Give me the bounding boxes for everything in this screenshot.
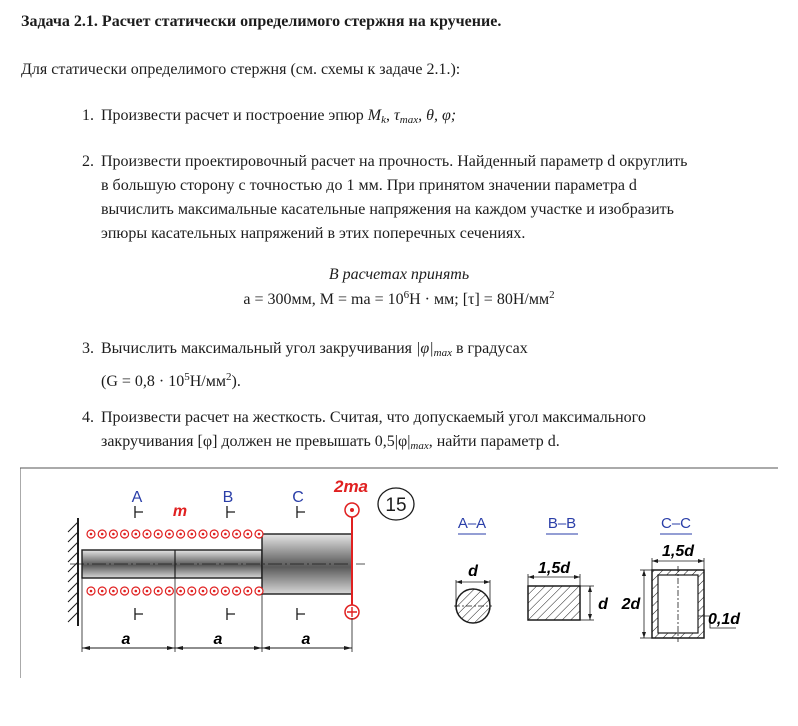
moment-symbol-dot [212, 532, 216, 536]
section-marker-b: B [223, 489, 235, 620]
scheme-number-badge: 15 [377, 487, 415, 521]
list-item-4: 4. Произвести расчет на жесткость. Счита… [82, 406, 646, 458]
formula-tau: τ [394, 107, 400, 124]
shaft-scheme-figure: m A B C 2ma 15 a a a [20, 467, 778, 678]
moment-symbol-dot [201, 532, 205, 536]
cross-section-aa: A–A d [454, 515, 492, 624]
item-number: 4. [82, 409, 94, 426]
given-formula-part: a = 300мм, M = ma = 10 [243, 291, 404, 308]
formula-phi: |φ| [416, 340, 434, 357]
moment-symbol-dot [100, 532, 104, 536]
item-line: закручивания [φ] должен не превышать 0,5… [101, 433, 560, 452]
given-formula-sup: 6 [403, 289, 410, 301]
span-label: a [302, 631, 311, 648]
formula-sep: , [386, 107, 395, 124]
section-label-b: B [223, 489, 234, 506]
item-line: Вычислить максимальный угол закручивания… [101, 340, 528, 359]
moment-symbol-dot [257, 532, 261, 536]
item-line: вычислить максимальные касательные напря… [101, 201, 674, 218]
moment-symbol-dot [145, 589, 149, 593]
concentrated-moment: 2ma [333, 477, 368, 620]
dim-cc-height: 2d [621, 596, 642, 613]
moment-symbol-dot [224, 589, 227, 593]
list-item-2: 2. Произвести проектировочный расчет на … [82, 150, 687, 246]
moment-label: 2ma [333, 477, 368, 496]
item-line: Произвести расчет на жесткость. Считая, … [101, 409, 646, 426]
moment-symbol-dot [179, 589, 182, 593]
moment-symbol-dot [123, 532, 126, 536]
section-label-a: A [132, 489, 143, 506]
moment-symbol-dot [89, 532, 93, 536]
given-formula: a = 300мм, M = ma = 106Н · мм; [τ] = 80Н… [0, 289, 798, 309]
moment-symbol-dot [100, 589, 104, 593]
list-item-1: 1. Произвести расчет и построение эпюр M… [82, 104, 456, 132]
dim-bb-width: 1,5d [538, 560, 571, 577]
dim-bb-height: d [598, 596, 609, 613]
moment-symbol-dot [246, 532, 250, 536]
moment-symbol-dot [246, 589, 250, 593]
task-intro: Для статически определимого стержня (см.… [21, 61, 461, 78]
formula-phi-sub: max [410, 440, 429, 452]
item-text: Произвести расчет и построение эпюр [101, 107, 368, 124]
moment-symbol-dot [123, 589, 126, 593]
item-number: 3. [82, 340, 94, 357]
moment-symbol-dot [168, 589, 171, 593]
moment-symbol-dot [89, 589, 93, 593]
given-formula-sup: 2 [549, 289, 555, 301]
span-label: a [122, 631, 131, 648]
distributed-moment-label: m [173, 503, 187, 520]
formula-mk-sub: k [381, 114, 387, 126]
list-item-3: 3. Вычислить максимальный угол закручива… [82, 337, 528, 394]
given-heading: В расчетах принять [328, 266, 470, 283]
item-number: 2. [82, 153, 94, 170]
moment-symbol-dot [156, 589, 160, 593]
fixed-wall [67, 518, 79, 626]
formula-tau-sub: max [399, 114, 419, 126]
formula-phi-sub: max [433, 347, 452, 359]
given-formula-part: Н · мм; [τ] = 80Н/мм [409, 291, 550, 308]
moment-symbol-dot [224, 532, 227, 536]
scheme-number: 15 [385, 495, 406, 516]
section-title-cc: C–C [661, 515, 691, 532]
moment-symbol-dot [145, 532, 149, 536]
distributed-moment-top [86, 529, 264, 539]
cross-section-bb: B–B 1,5d d [527, 515, 609, 621]
formula-rest: , θ, φ; [418, 107, 457, 124]
item-line: в большую сторону с точностью до 1 мм. П… [101, 177, 637, 194]
item-line: эпюры касательных напряжений в этих попе… [101, 225, 526, 242]
shaft [70, 533, 365, 595]
moment-symbol-dot [190, 589, 194, 593]
cross-section-cc: C–C 1,5d 2d 0,1d [621, 515, 741, 642]
item-number: 1. [82, 107, 94, 124]
moment-symbol-dot [235, 532, 238, 536]
section-marker-c: C [292, 489, 305, 620]
moment-symbol-dot [134, 589, 138, 593]
distributed-moment-bottom [86, 586, 264, 596]
moment-symbol-dot [112, 532, 115, 536]
item-line: Произвести проектировочный расчет на про… [101, 153, 688, 170]
section-title-bb: B–B [548, 515, 576, 532]
dim-cc-wall: 0,1d [708, 611, 741, 628]
dim-cc-width: 1,5d [662, 543, 695, 560]
moment-symbol-dot [190, 532, 194, 536]
dim-aa-d: d [468, 563, 479, 580]
formula-mk: M [367, 107, 382, 124]
moment-symbol-dot [235, 589, 238, 593]
section-label-c: C [292, 489, 304, 506]
moment-symbol-dot [201, 589, 205, 593]
moment-symbol-dot [212, 589, 216, 593]
moment-symbol-dot [179, 532, 182, 536]
moment-symbol-dot [168, 532, 171, 536]
task-title: Задача 2.1. Расчет статически определимо… [21, 13, 502, 30]
moment-symbol-dot [156, 532, 160, 536]
moment-symbol-dot [112, 589, 115, 593]
moment-symbol-dot [134, 532, 138, 536]
section-title-aa: A–A [458, 515, 486, 532]
section-marker-a: A [132, 489, 143, 620]
moment-symbol-dot [257, 589, 261, 593]
span-label: a [214, 631, 223, 648]
length-dimensions: a a a [81, 578, 353, 652]
item-line: (G = 0,8 · 105Н/мм2). [101, 371, 241, 390]
